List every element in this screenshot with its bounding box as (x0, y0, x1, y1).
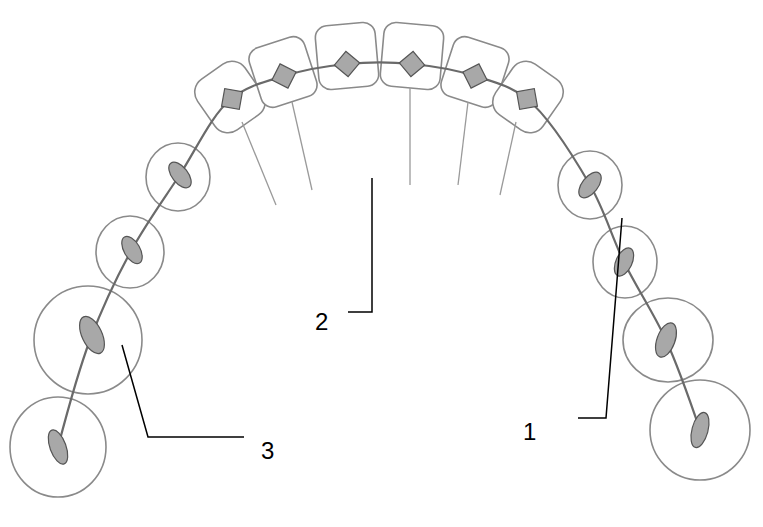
axis-line (500, 122, 516, 195)
bracket (463, 64, 487, 88)
axis-line (458, 102, 468, 185)
molar (623, 298, 713, 382)
molar (650, 380, 750, 480)
callout-number: 3 (261, 439, 274, 463)
molar (10, 397, 106, 497)
callout-number: 1 (523, 420, 536, 444)
incisor (379, 22, 444, 91)
brackets (44, 51, 712, 466)
leader-line (578, 218, 622, 418)
bracket (574, 168, 605, 201)
tooth-axis-lines (242, 88, 516, 205)
molar (34, 286, 142, 394)
canine (486, 55, 569, 139)
archwire (58, 62, 700, 447)
bracket (688, 411, 713, 450)
bracket (651, 320, 680, 360)
bracket (272, 64, 296, 88)
bracket (44, 427, 71, 466)
bracket (118, 233, 147, 267)
leader-line (348, 178, 372, 312)
axis-line (292, 102, 312, 190)
leader-lines (122, 178, 622, 437)
bracket (222, 89, 243, 110)
premolar (96, 216, 164, 288)
axis-line (242, 122, 276, 205)
bracket (610, 245, 637, 279)
premolar (558, 151, 622, 219)
bracket (517, 89, 538, 110)
axis-line (409, 88, 410, 185)
bracket (334, 51, 359, 76)
archwire-layer (58, 62, 700, 447)
bracket (399, 51, 424, 76)
premolar (593, 226, 657, 298)
callout-number: 2 (315, 310, 328, 334)
bracket (164, 158, 195, 191)
premolar (146, 143, 210, 211)
teeth (10, 22, 750, 497)
incisor (314, 22, 379, 91)
bracket (74, 313, 109, 358)
incisor (246, 34, 320, 111)
leader-line (122, 345, 244, 437)
